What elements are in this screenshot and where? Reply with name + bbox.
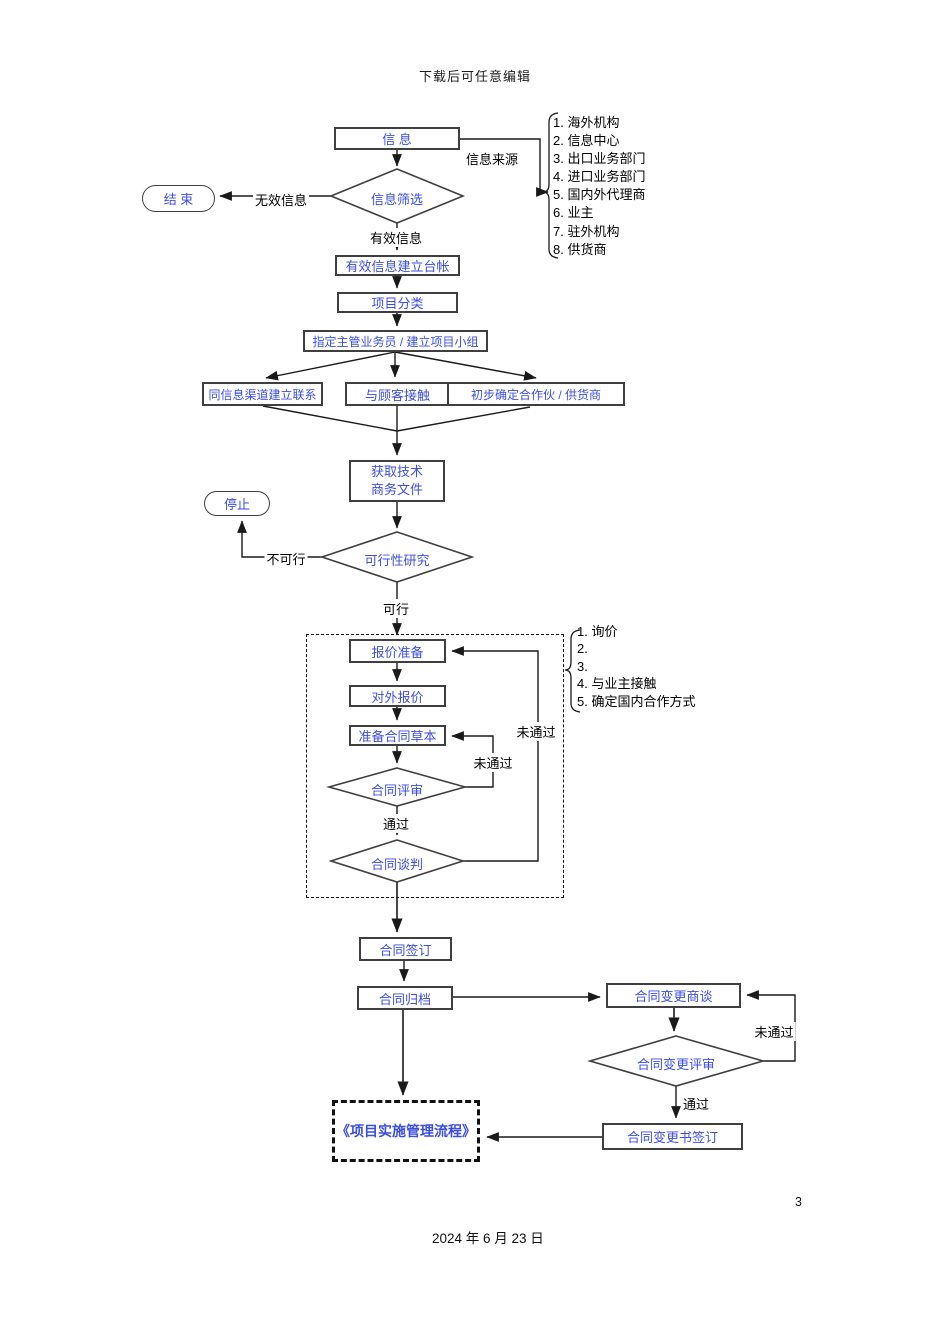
info-source-item: 4. 进口业务部门	[553, 169, 646, 185]
label-fail-inner: 未通过	[471, 753, 515, 772]
node-change-negotiation: 合同变更商谈	[606, 983, 741, 1008]
label-fail-outer: 未通过	[514, 722, 558, 741]
label-change-fail: 未通过	[752, 1022, 796, 1041]
info-source-item: 6. 业主	[553, 205, 594, 221]
quote-note-item: 2.	[577, 641, 588, 657]
label-pass: 通过	[380, 814, 412, 833]
node-obtain-line2: 商务文件	[370, 482, 423, 497]
quote-note-item: 3.	[577, 658, 588, 674]
diamond-label-feasibility: 可行性研究	[364, 553, 430, 568]
node-quote-prepare: 报价准备	[349, 639, 446, 663]
info-sources-list: 1. 海外机构 2. 信息中心 3. 出口业务部门 4. 进口业务部门 5. 国…	[553, 114, 645, 259]
label-invalid-info: 无效信息	[252, 190, 310, 209]
info-source-item: 8. 供货商	[553, 241, 607, 257]
label-valid-info: 有效信息	[367, 228, 425, 247]
node-customer-contact: 与顾客接触	[345, 382, 450, 406]
node-project-classify: 项目分类	[337, 292, 458, 313]
page-header-text: 下载后可任意编辑	[418, 69, 531, 84]
node-change-sign: 合同变更书签订	[602, 1123, 743, 1150]
info-source-item: 7. 驻外机构	[553, 223, 620, 239]
node-information: 信 息	[334, 127, 460, 150]
terminator-end: 结 束	[142, 185, 215, 212]
diamond-label-info-screen: 信息筛选	[370, 192, 423, 207]
diamond-feasibility	[319, 531, 475, 583]
info-source-item: 1. 海外机构	[553, 115, 620, 130]
info-source-item: 5. 国内外代理商	[553, 187, 646, 203]
quote-note-item: 4. 与业主接触	[577, 676, 657, 692]
label-info-source: 信息来源	[466, 152, 519, 167]
label-change-pass: 通过	[683, 1097, 710, 1112]
node-quote-external: 对外报价	[349, 685, 446, 707]
info-source-item: 2. 信息中心	[553, 133, 620, 149]
diamond-contract-negotiation	[328, 839, 466, 883]
quote-notes-list: 1. 询价 2. 3. 4. 与业主接触 5. 确定国内合作方式	[577, 623, 695, 710]
node-valid-info-ledger: 有效信息建立台帐	[335, 255, 460, 276]
node-assign-manager: 指定主管业务员 / 建立项目小组	[303, 330, 488, 352]
node-result-process-doc: 《项目实施管理流程》	[332, 1100, 480, 1162]
info-source-item: 3. 出口业务部门	[553, 151, 646, 167]
diamond-change-review	[587, 1035, 766, 1087]
node-contract-sign: 合同签订	[359, 937, 452, 961]
node-confirm-partner: 初步确定合作伙 / 供货商	[447, 382, 625, 406]
label-feasible: 可行	[380, 599, 412, 618]
quote-note-item: 1. 询价	[577, 624, 618, 639]
node-contract-draft: 准备合同草本	[349, 725, 446, 746]
node-obtain-documents: 获取技术 商务文件	[349, 460, 445, 502]
quote-phase-dashed-group	[306, 634, 564, 898]
terminator-stop: 停止	[204, 491, 270, 516]
page-number: 3	[795, 1195, 802, 1209]
node-channel-contact: 同信息渠道建立联系	[202, 382, 323, 406]
diamond-contract-review	[326, 767, 468, 807]
diamond-label-contract-negotiation: 合同谈判	[370, 857, 423, 872]
quote-note-item: 5. 确定国内合作方式	[577, 693, 696, 709]
notes-brace	[564, 629, 581, 713]
label-infeasible: 不可行	[264, 549, 308, 568]
diamond-label-contract-review: 合同评审	[370, 783, 423, 798]
node-obtain-line1: 获取技术	[370, 464, 423, 480]
diamond-label-change-review: 合同变更评审	[636, 1057, 715, 1072]
diamond-info-screen	[328, 168, 466, 224]
page-footer-date: 2024 年 6 月 23 日	[432, 1231, 544, 1246]
node-contract-archive: 合同归档	[357, 986, 453, 1010]
sources-brace	[542, 112, 559, 259]
